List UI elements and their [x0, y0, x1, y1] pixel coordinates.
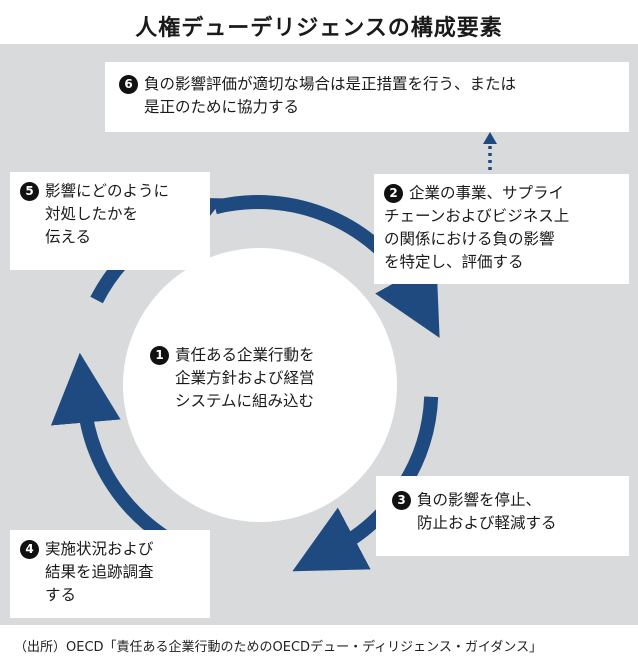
step-5-number: 5 — [20, 182, 39, 201]
step-5-line-3: 伝える — [45, 228, 92, 246]
step-4-line-1: 実施状況および — [45, 540, 154, 558]
step-5-line-2: 対処したかを — [45, 205, 139, 223]
step-3-number: 3 — [392, 491, 411, 510]
step-6-box: 6 負の影響評価が適切な場合は是正措置を行う、または 是正のために協力する — [105, 62, 629, 132]
step-5-line-1: 影響にどのように — [45, 182, 170, 200]
center-circle — [123, 248, 397, 522]
step-4-box: 4 実施状況および 結果を追跡調査 する — [10, 530, 210, 618]
step-2-line-1: 企業の事業、サプライ — [409, 184, 565, 202]
step-4-line-3: する — [45, 586, 77, 604]
step-3-line-1: 負の影響を停止、 — [417, 491, 542, 509]
step-6-number: 6 — [119, 75, 138, 94]
step-3-box: 3 負の影響を停止、 防止および軽減する — [376, 476, 629, 556]
step-6-line-1: 負の影響評価が適切な場合は是正措置を行う、または — [144, 75, 517, 93]
step-1: 1 責任ある企業行動を 企業方針および経営 システムに組み込む — [150, 344, 370, 413]
step-1-line-1: 責任ある企業行動を — [175, 346, 315, 364]
step-2-number: 2 — [384, 184, 403, 203]
step-2-line-2: チェーンおよびビジネス上 — [384, 207, 570, 225]
step-4-line-2: 結果を追跡調査 — [45, 563, 154, 581]
step-4-number: 4 — [20, 540, 39, 559]
step-5-box: 5 影響にどのように 対処したかを 伝える — [10, 172, 210, 270]
step-3-line-2: 防止および軽減する — [417, 514, 557, 532]
step-2-line-4: を特定し、評価する — [384, 253, 524, 271]
diagram-title: 人権デューデリジェンスの構成要素 — [135, 16, 503, 41]
step-2-box: 2 企業の事業、サプライ チェーンおよびビジネス上 の関係における負の影響 を特定… — [374, 174, 629, 284]
step-6-line-2: 是正のために協力する — [144, 98, 300, 116]
step-1-line-3: システムに組み込む — [175, 392, 315, 410]
step-1-number: 1 — [150, 346, 169, 365]
source-note: （出所）OECD「責任ある企業行動のためのOECDデュー・ディリジェンス・ガイダ… — [14, 640, 543, 655]
step-1-line-2: 企業方針および経営 — [175, 369, 315, 387]
dotted-arrowhead — [483, 132, 497, 144]
step-2-line-3: の関係における負の影響 — [384, 230, 555, 248]
